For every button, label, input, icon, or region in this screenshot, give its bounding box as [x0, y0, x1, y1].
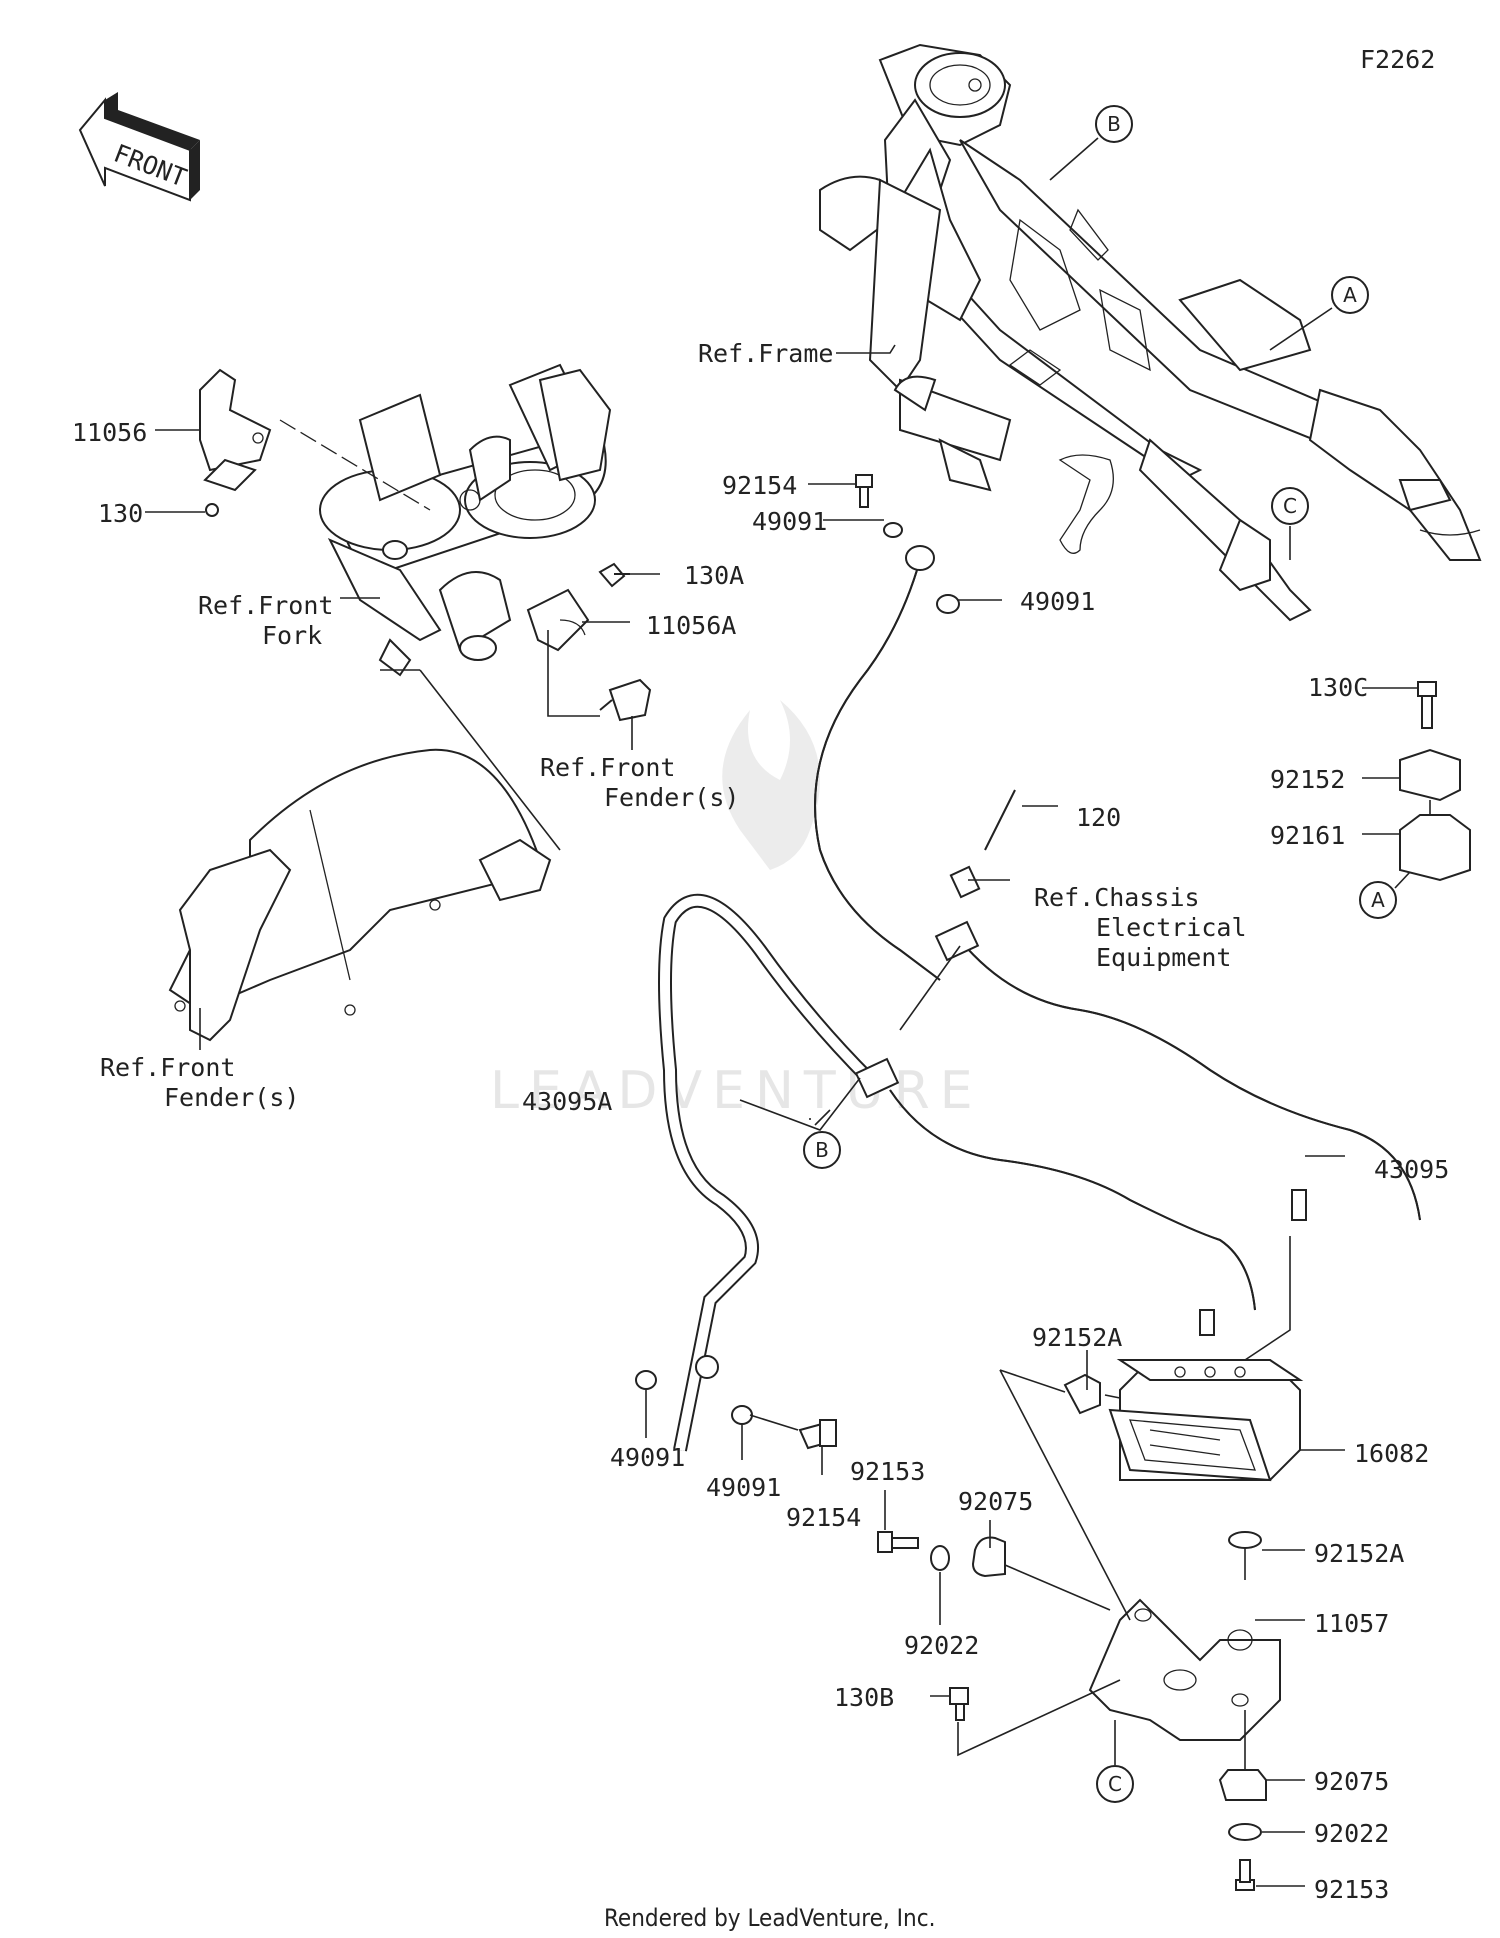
label-11057: 11057 [1314, 1609, 1389, 1638]
ref-front-fender-mid-line1: Ref.Front [540, 753, 675, 782]
front-arrow-icon: FRONT [78, 92, 200, 202]
joint-block-upper [934, 920, 980, 962]
label-11056a: 11056A [646, 611, 736, 640]
label-43095a: 43095A [522, 1087, 612, 1116]
svg-text:B: B [1107, 112, 1121, 136]
label-49091-top-right: 49091 [1020, 587, 1095, 616]
fender-bolt [599, 678, 652, 722]
ref-front-fender-left-line1: Ref.Front [100, 1053, 235, 1082]
figure-code: F2262 [1360, 45, 1435, 74]
label-92161: 92161 [1270, 821, 1345, 850]
joint-block-lower [854, 1057, 900, 1099]
ref-frame: Ref.Frame [698, 339, 833, 368]
ref-front-fender-mid-line2: Fender(s) [604, 783, 739, 812]
front-fork-drawing [279, 363, 612, 677]
label-92075-mid: 92075 [958, 1487, 1033, 1516]
part-11056-bracket [199, 368, 272, 492]
callout-c-bracket: C [1096, 1765, 1134, 1803]
label-92152a-bottom: 92152A [1314, 1539, 1404, 1568]
front-fender-drawing [168, 748, 552, 1042]
part-11056a-clip [526, 588, 590, 652]
label-43095: 43095 [1374, 1155, 1449, 1184]
svg-text:B: B [815, 1138, 829, 1162]
part-120-clamp [949, 865, 981, 899]
label-49091-bottom-left: 49091 [610, 1443, 685, 1472]
brake-pipe-lower [889, 1089, 1256, 1336]
frame-drawing [819, 43, 1482, 622]
label-130c: 130C [1308, 673, 1368, 702]
callout-c-frame: C [1271, 487, 1309, 525]
part-92154-top-bolt [855, 474, 873, 508]
part-130-bolt [205, 503, 219, 517]
ref-labels: Ref.Frame Ref.Front Fork Ref.Front Fende… [100, 339, 1247, 1112]
svg-text:C: C [1108, 1772, 1122, 1796]
label-92154-bottom: 92154 [786, 1503, 861, 1532]
part-92075-mid-damper [971, 1536, 1006, 1578]
callout-b-frame: B [1095, 105, 1133, 143]
part-130a-bolt [598, 562, 630, 588]
part-49091-top-left-washer [883, 522, 903, 538]
label-92153-mid: 92153 [850, 1457, 925, 1486]
part-92153-mid-bolt [877, 1531, 919, 1553]
brake-hose-upper-43095a [814, 545, 941, 981]
svg-text:A: A [1343, 283, 1357, 307]
footer-credit: Rendered by LeadVenture, Inc. [604, 1904, 935, 1932]
part-120-bolt [984, 789, 1016, 851]
part-16082-abs-unit [1108, 1359, 1304, 1482]
part-92154-bottom-bolt [798, 1419, 837, 1450]
part-92161-damper [1399, 814, 1471, 882]
callout-b-hose: B [803, 1131, 841, 1169]
ref-chassis-line3: Equipment [1096, 943, 1231, 972]
part-11057-bracket [1088, 1598, 1281, 1741]
svg-text:C: C [1283, 494, 1297, 518]
label-92152a-top: 92152A [1032, 1323, 1122, 1352]
part-92075-right-damper [1218, 1769, 1267, 1801]
label-92154-top: 92154 [722, 471, 797, 500]
label-92153-right: 92153 [1314, 1875, 1389, 1904]
label-49091-bottom-mid: 49091 [706, 1473, 781, 1502]
part-92153-right-bolt [1235, 1859, 1255, 1891]
part-92152a-top-grommet [1063, 1373, 1101, 1415]
callout-a-damper: A [1359, 881, 1397, 919]
ref-front-fork-line1: Ref.Front [198, 591, 333, 620]
part-49091-bottom-left-washer [635, 1370, 657, 1390]
callout-a-frame: A [1331, 276, 1369, 314]
ref-front-fender-left-line2: Fender(s) [164, 1083, 299, 1112]
part-92152a-bottom-grommet [1228, 1531, 1262, 1549]
ref-chassis-line2: Electrical [1096, 913, 1247, 942]
label-92152: 92152 [1270, 765, 1345, 794]
label-130: 130 [98, 499, 143, 528]
label-11056: 11056 [72, 418, 147, 447]
leader-lines [145, 137, 1431, 1887]
label-92075-right: 92075 [1314, 1767, 1389, 1796]
part-number-labels: 11056 130 130A 11056A 92154 49091 49091 … [72, 418, 1449, 1904]
label-92022-right: 92022 [1314, 1819, 1389, 1848]
part-130b-bolt [949, 1687, 969, 1721]
part-92152-grommet [1399, 748, 1461, 802]
label-130b: 130B [834, 1683, 894, 1712]
part-92022-right-washer [1228, 1823, 1262, 1841]
label-49091-top-left: 49091 [752, 507, 827, 536]
ref-front-fork-line2: Fork [262, 621, 322, 650]
part-130c-bolt [1417, 681, 1437, 729]
part-49091-bottom-mid-washer [731, 1405, 753, 1425]
part-49091-top-right-washer [936, 594, 960, 614]
ref-chassis-line1: Ref.Chassis [1034, 883, 1200, 912]
brake-pipe-43095 [959, 939, 1421, 1221]
svg-text:A: A [1371, 888, 1385, 912]
part-92022-mid-washer [930, 1545, 950, 1571]
brake-hose-lower-43095a [658, 893, 875, 1452]
label-130a: 130A [684, 561, 744, 590]
label-92022-mid: 92022 [904, 1631, 979, 1660]
label-16082: 16082 [1354, 1439, 1429, 1468]
label-120: 120 [1076, 803, 1121, 832]
